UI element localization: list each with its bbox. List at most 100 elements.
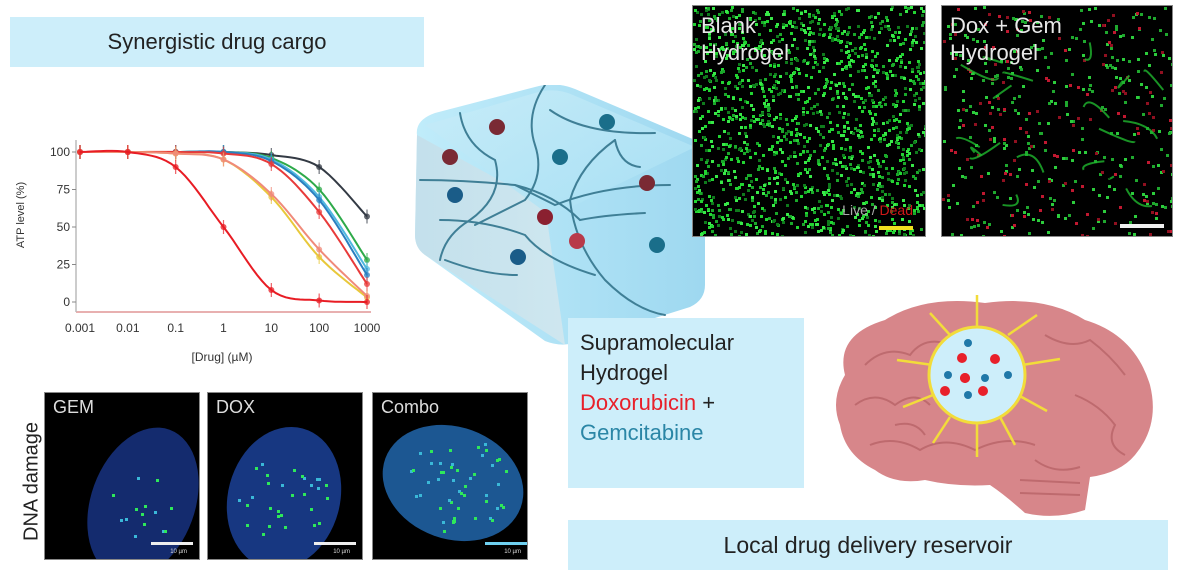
- cell-signal: [966, 158, 969, 161]
- dna-damage-focus: [156, 479, 159, 482]
- cell-signal: [841, 231, 844, 234]
- cell-signal: [751, 186, 754, 189]
- cell-signal: [861, 135, 864, 138]
- cell-signal: [884, 132, 887, 135]
- cell-signal: [788, 51, 791, 54]
- cell-signal: [735, 16, 738, 19]
- cell-signal: [707, 13, 710, 16]
- cell-signal: [872, 82, 875, 85]
- cell-signal: [764, 78, 767, 81]
- cell-signal: [1110, 47, 1113, 50]
- cell-signal: [738, 14, 741, 17]
- cell-signal: [802, 223, 805, 226]
- cell-signal: [786, 123, 789, 126]
- dna-damage-focus: [268, 525, 271, 528]
- cell-signal: [988, 129, 991, 132]
- dna-damage-focus: [261, 463, 264, 466]
- cell-signal: [893, 222, 896, 225]
- data-point: [364, 213, 370, 220]
- cell-signal: [859, 170, 862, 173]
- cell-signal: [834, 38, 837, 41]
- cell-signal: [1023, 12, 1026, 15]
- cell-signal: [826, 160, 829, 163]
- cell-signal: [876, 188, 879, 191]
- cell-signal: [947, 194, 950, 197]
- cell-signal: [772, 135, 775, 138]
- cell-signal: [958, 126, 961, 129]
- dna-damage-focus: [280, 514, 283, 517]
- cell-signal: [842, 229, 845, 232]
- cell-signal: [736, 87, 739, 90]
- cell-signal: [922, 21, 925, 24]
- cell-signal: [700, 13, 703, 16]
- cell-signal: [871, 117, 874, 120]
- cell-signal: [1088, 8, 1091, 11]
- cell-signal: [727, 95, 730, 98]
- cell-signal: [786, 204, 789, 207]
- cell-signal: [904, 87, 907, 90]
- cell-signal: [875, 105, 878, 108]
- brain-illustration: [836, 295, 1153, 516]
- cell-signal: [845, 45, 848, 48]
- cell-signal: [1048, 16, 1051, 19]
- cell-signal: [922, 168, 925, 171]
- cell-signal: [919, 82, 922, 85]
- cell-signal: [731, 6, 734, 9]
- cell-signal: [831, 39, 834, 42]
- cell-signal: [902, 42, 905, 45]
- cell-signal: [770, 148, 773, 151]
- cell-signal: [906, 25, 909, 28]
- dna-damage-focus: [500, 504, 503, 507]
- cell-signal: [797, 142, 800, 145]
- cell-signal: [797, 98, 800, 101]
- cell-signal: [812, 52, 815, 55]
- cell-signal: [713, 43, 716, 46]
- cell-signal: [969, 136, 972, 139]
- cell-signal: [827, 223, 830, 226]
- cell-signal: [877, 162, 880, 165]
- cell-signal: [744, 198, 747, 201]
- cell-signal: [909, 79, 912, 82]
- cell-signal: [1117, 112, 1120, 115]
- cell-signal: [694, 175, 697, 178]
- cell-signal: [1153, 17, 1156, 20]
- cell-signal: [842, 92, 845, 95]
- cell-signal: [792, 183, 795, 186]
- cell-signal: [739, 113, 742, 116]
- cell-signal: [862, 215, 865, 218]
- cell-signal: [888, 59, 891, 62]
- cell-signal: [867, 210, 870, 213]
- cell-signal: [850, 157, 853, 160]
- cell-signal: [1038, 122, 1041, 125]
- cell-signal: [702, 175, 705, 178]
- cell-signal: [843, 125, 846, 128]
- cell-signal: [773, 65, 776, 68]
- cell-signal: [837, 208, 840, 211]
- dna-damage-focus: [251, 496, 254, 499]
- dox-dot: [990, 354, 1000, 364]
- cell-signal: [845, 51, 848, 54]
- cell-signal: [695, 38, 698, 41]
- cell-signal: [914, 189, 917, 192]
- cell-signal: [795, 58, 798, 61]
- cell-signal: [861, 152, 864, 155]
- cell-signal: [857, 70, 860, 73]
- dna-damage-focus: [460, 492, 463, 495]
- cell-signal: [1070, 120, 1073, 123]
- cell-signal: [885, 155, 888, 158]
- cell-signal: [703, 76, 706, 79]
- cell-signal: [695, 45, 698, 48]
- cell-signal: [891, 206, 894, 209]
- cell-signal: [759, 79, 762, 82]
- cell-signal: [980, 175, 983, 178]
- cell-signal: [842, 209, 845, 212]
- gem-dot: [1004, 371, 1012, 379]
- cell-signal: [1151, 38, 1154, 41]
- cell-signal: [722, 70, 725, 73]
- cell-signal: [761, 112, 764, 115]
- dna-damage-focus: [135, 508, 138, 511]
- cell-signal: [729, 29, 732, 32]
- cell-signal: [835, 27, 838, 30]
- cell-signal: [897, 36, 900, 39]
- cell-signal: [714, 17, 717, 20]
